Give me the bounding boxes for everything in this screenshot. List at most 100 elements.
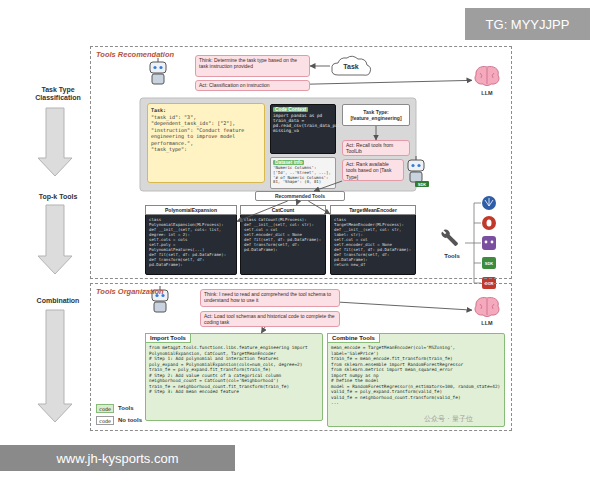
section-band: Tools RecomendationThink: Determine the …: [90, 46, 512, 279]
wrench-head: [440, 228, 451, 239]
robot-icon: [408, 156, 424, 182]
llm-node: LLM: [472, 296, 502, 326]
node-body: valid_fe = neighborhood_count.transform(…: [328, 395, 504, 401]
node-body: # Step 2: Add value counts of a categori…: [146, 373, 322, 379]
sdk-icon: [482, 257, 496, 269]
flow-arrow: [310, 80, 472, 84]
node-body: class CatCount(MLProcess):: [241, 217, 325, 222]
node-heading: Task: [343, 63, 358, 70]
node-heading: LLM: [472, 90, 502, 96]
brain-icon: [472, 296, 502, 318]
node-body: neighborhood_count = CatCount(col='Neigh…: [146, 378, 322, 384]
node-body: "task_type":: [151, 146, 261, 153]
thought-box: Act: Load tool schemas and historical co…: [200, 311, 340, 327]
flow-arrow: [340, 302, 472, 310]
task-cloud: Task: [330, 55, 372, 77]
flow-arrow: [314, 181, 342, 191]
wrench-jaw: [441, 229, 446, 234]
node-body: from sklearn.metrics import mean_squared…: [328, 367, 504, 373]
flow-arrow: [38, 205, 72, 274]
robot-tool-eye: [485, 241, 488, 244]
brain-outline: [475, 297, 499, 316]
node-body: 'Numeric Columns': ['Id', ..'Street', ..…: [273, 166, 333, 185]
flow-arrow: [310, 66, 330, 67]
node-body: def fit(self, df: pd.DataFrame):: [331, 247, 415, 252]
thought-box: Act: Classification on instruction: [195, 80, 310, 91]
node-body: # Step 3: Add mean encoded feature: [146, 389, 322, 395]
brain-outline: [475, 66, 499, 85]
node-heading: Dataset info: [273, 160, 304, 165]
flow-arrow: [261, 327, 265, 333]
node-body: valid_fe = poly_expand.transform(valid_f…: [328, 389, 504, 395]
flow-arrow: [38, 108, 72, 176]
node-body: [feature_engineering]: [350, 115, 401, 121]
watermark: TG: MYYJJPP: [465, 8, 590, 40]
tool-bracket: [465, 203, 481, 283]
node-heading: Act: Rank available tools based on [Task…: [346, 161, 400, 180]
robot-tool-icon: [482, 236, 496, 250]
flow-arrow: [297, 201, 299, 205]
node-body: class TargetMeanEncoder(MLProcess):: [331, 217, 415, 227]
node-body: def __init__(self, cols: list, degree: i…: [146, 227, 236, 237]
robot-head: [408, 160, 424, 171]
robot-antenna: [416, 156, 417, 160]
legend-text: No tools: [118, 417, 142, 423]
node-body: self.poly = PolynomialFeatures(...): [146, 242, 236, 252]
node-body: def __init__(self, col: str, label: str)…: [331, 227, 415, 237]
node-body: train_data =: [273, 118, 333, 123]
node-heading: Recommended Tools: [275, 193, 325, 199]
node-body: import numpy as np: [328, 373, 504, 379]
legend-text: Tools: [118, 405, 134, 411]
thought-box: Act: Rank available tools based on [Task…: [342, 159, 404, 181]
node-body: from metagpt.tools.functions.libs.featur…: [146, 345, 322, 356]
node-body: def transform(self, df: pd.DataFrame):: [241, 242, 325, 252]
thought-box: Act: Recall tools from ToolLib: [342, 140, 410, 156]
node-heading: Code Context: [273, 107, 308, 112]
flow-arrow: [308, 201, 330, 214]
thought-box: Think: Determine the task type based on …: [195, 55, 310, 77]
node-body: def fit(self, df: pd.DataFrame):: [146, 252, 236, 257]
process-box: Recommended Tools: [255, 191, 345, 201]
step-label: Combination: [22, 296, 94, 306]
icon-badge: SDK: [482, 259, 496, 267]
node-heading: Act: Recall tools from ToolLib: [346, 142, 406, 155]
node-heading: Act: Load tool schemas and historical co…: [204, 313, 336, 326]
node-heading: Act: Classification on instruction: [199, 82, 306, 88]
step-label: Top-k Tools: [22, 192, 94, 202]
robot-body: [152, 74, 164, 84]
node-body: "instruction": "Conduct feature engineer…: [151, 127, 261, 147]
step-label: Task Type Classification: [22, 84, 94, 104]
robot-tool-eye: [491, 241, 494, 244]
node-body: self.col = col: [241, 227, 325, 232]
node-body: class PolynomialExpansion(MLProcess):: [146, 217, 236, 227]
node-body: train_fe = neighborhood_count.fit_transf…: [146, 384, 322, 390]
flow-arrow: [376, 126, 377, 140]
node-body: from sklearn.ensemble import RandomFores…: [328, 362, 504, 368]
node-heading: CatCount: [240, 205, 326, 215]
node-body: "task_id": "3",: [151, 114, 261, 121]
watermark: 公众号 · 量子位: [424, 414, 544, 424]
node-heading: Think: I need to read and comprehend the…: [204, 291, 336, 304]
section-band: Tools OrganizationThink: I need to read …: [90, 283, 512, 431]
icon-badge: SDK: [415, 181, 429, 187]
node-body: return new_df: [331, 262, 415, 267]
node-body: model = RandomForestRegressor(n_estimato…: [328, 384, 504, 390]
swatch-text: code: [96, 416, 114, 425]
task-box: Task:"task_id": "3","dependent_task_ids"…: [147, 103, 265, 183]
node-body: def __init__(self, col: str):: [241, 222, 325, 227]
process-box: Task Type:[feature_engineering]: [342, 104, 410, 126]
node-heading: Combine Tools: [327, 333, 380, 343]
tool-box: PolynomialExpansionclass PolynomialExpan…: [145, 205, 237, 275]
node-body: missing_va: [273, 128, 333, 133]
node-body: self.col = col: [331, 237, 415, 242]
flow-arrow: [237, 201, 288, 221]
node-heading: Think: Determine the task type based on …: [199, 57, 306, 70]
context-panel: [140, 98, 416, 191]
node-body: def transform(self, df: pd.DataFrame):: [146, 257, 236, 267]
node-heading: LLM: [472, 320, 502, 326]
node-body: poly_expand = PolynomialExpansion(cols=n…: [146, 362, 322, 368]
code-box: Combine Toolsmean_encode = TargetMeanEnc…: [327, 333, 505, 427]
robot-icon: [150, 58, 166, 84]
